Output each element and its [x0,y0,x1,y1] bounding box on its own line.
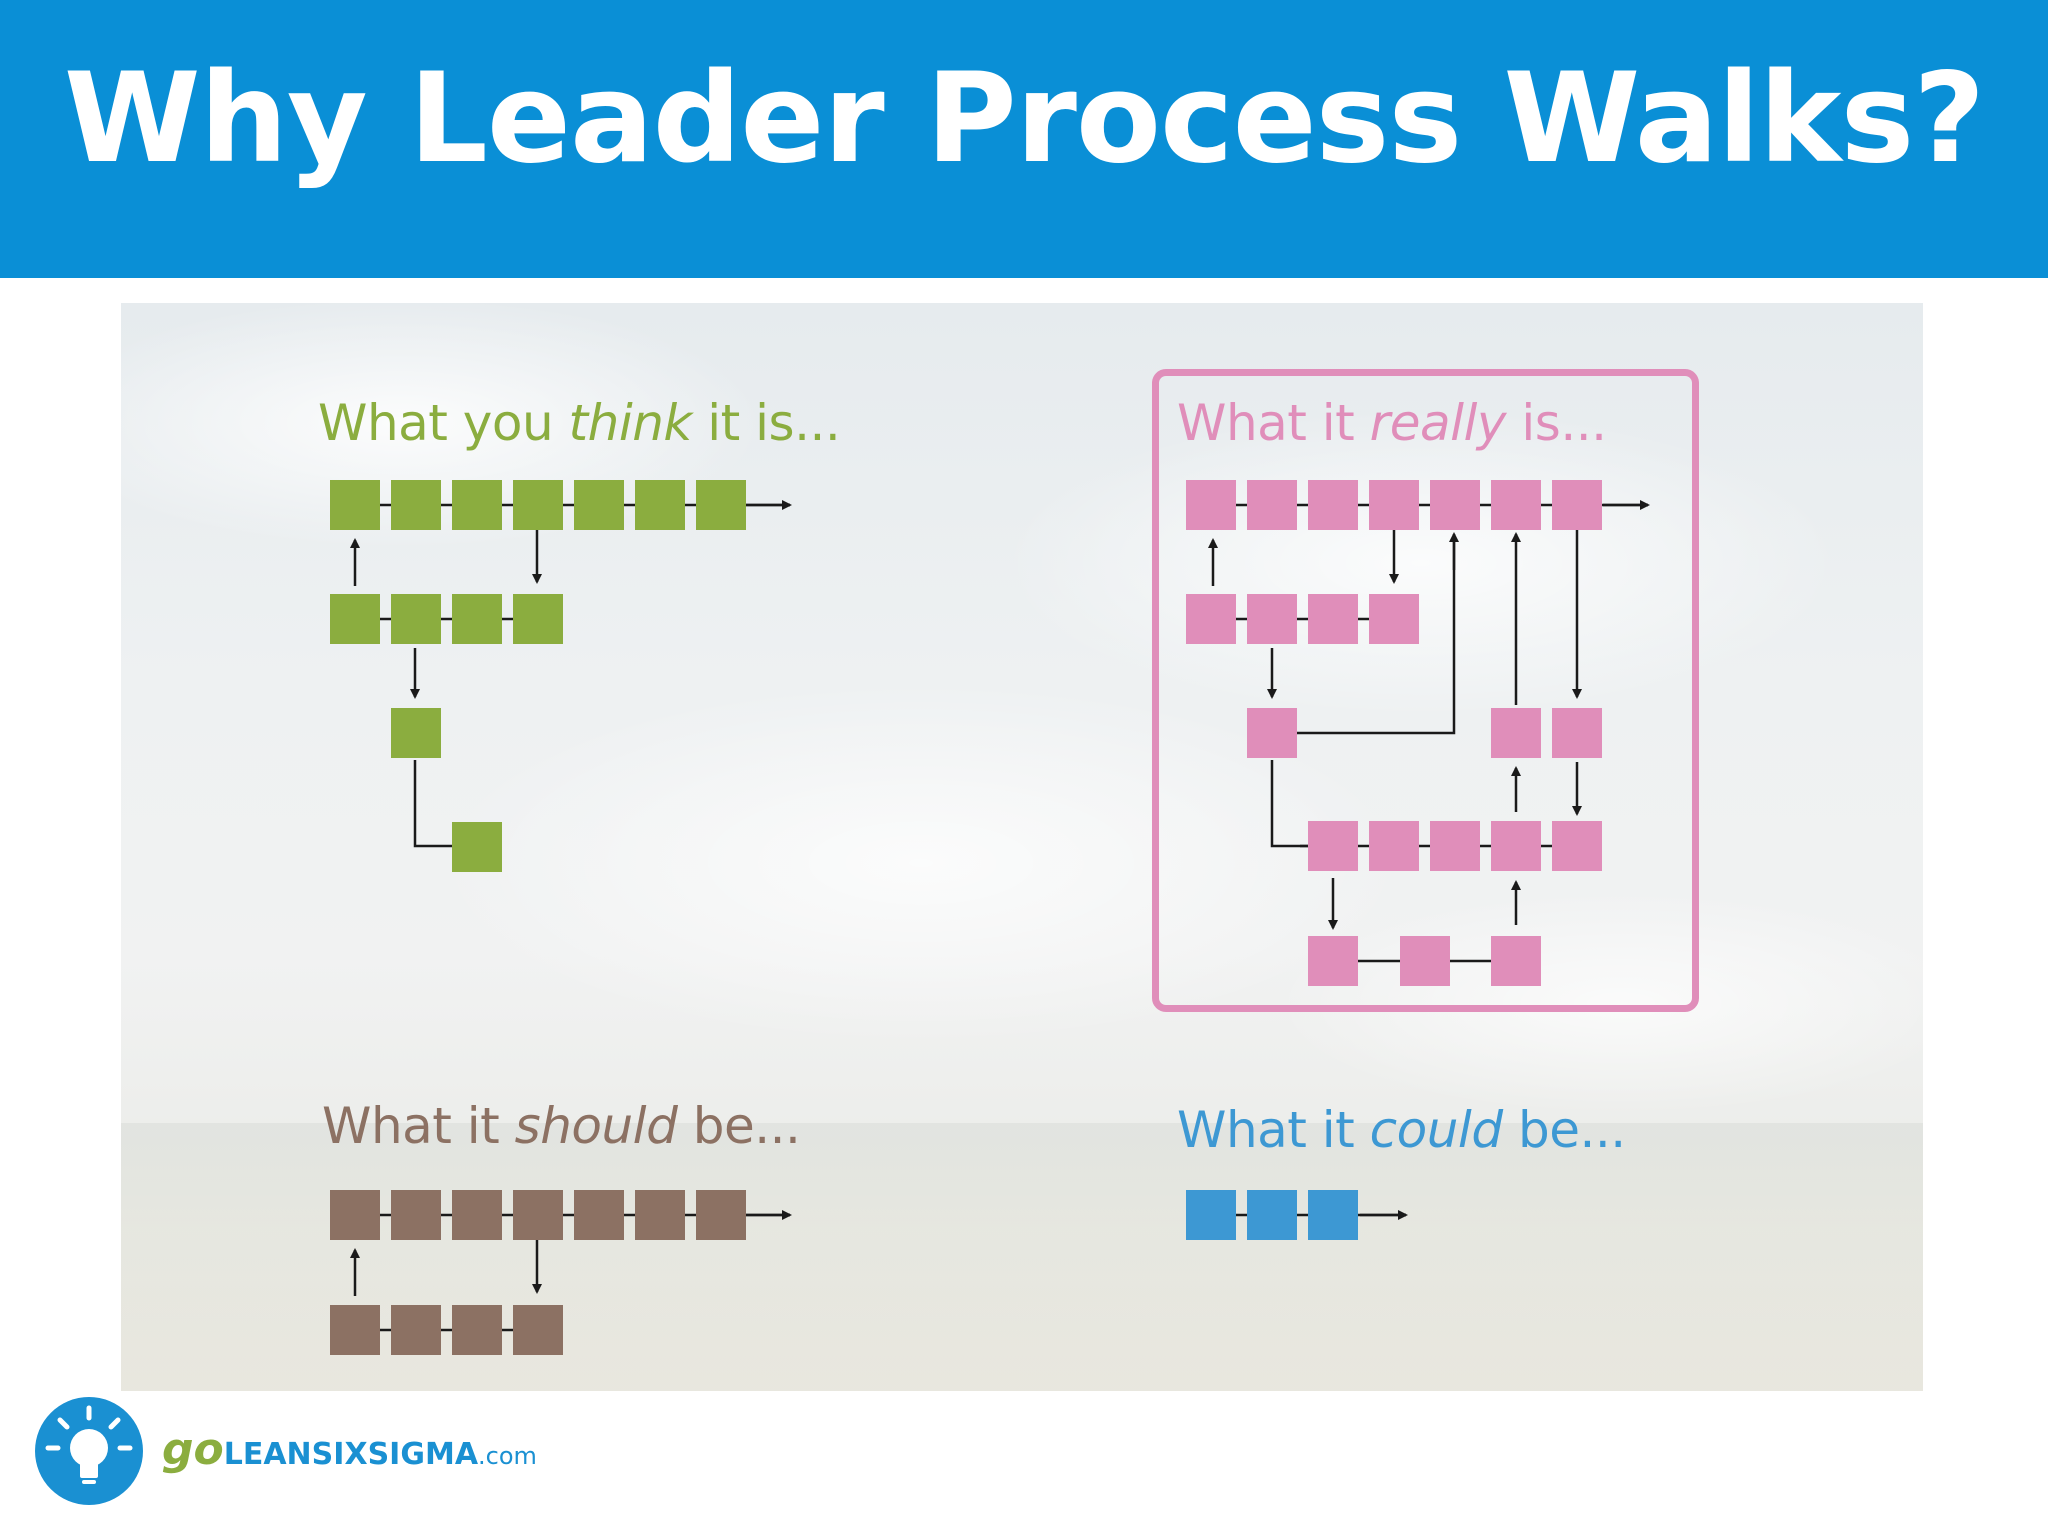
really-step [1369,821,1419,871]
should-step [330,1190,380,1240]
should-step [452,1305,502,1355]
really-step [1308,821,1358,871]
brand-name: LEANSIXSIGMA [223,1437,479,1472]
really-step [1308,594,1358,644]
really-step [1400,936,1450,986]
should-step [391,1305,441,1355]
really-step [1247,594,1297,644]
think-step [452,594,502,644]
should-step [330,1305,380,1355]
think-step [391,594,441,644]
title-banner: Why Leader Process Walks? [0,0,2048,278]
think-step [391,480,441,530]
really-step [1186,594,1236,644]
really-step [1491,480,1541,530]
really-step [1369,480,1419,530]
label-should: What it should be... [322,1097,801,1155]
think-step [696,480,746,530]
should-step [513,1190,563,1240]
should-step [513,1305,563,1355]
brand-go: go [162,1424,224,1475]
think-step [513,594,563,644]
should-step [635,1190,685,1240]
really-step [1552,480,1602,530]
could-step [1186,1190,1236,1240]
really-step [1186,480,1236,530]
think-step [391,708,441,758]
brand-wordmark: goLEANSIXSIGMA.com [162,1424,537,1484]
should-step [391,1190,441,1240]
really-step [1308,936,1358,986]
really-step [1430,821,1480,871]
brand-domain: .com [478,1442,537,1470]
could-step [1308,1190,1358,1240]
really-step [1491,936,1541,986]
really-step [1491,821,1541,871]
should-step [452,1190,502,1240]
page-title: Why Leader Process Walks? [63,47,1985,191]
really-step [1552,821,1602,871]
think-step [635,480,685,530]
really-step [1369,594,1419,644]
think-step [330,594,380,644]
really-step [1430,480,1480,530]
should-step [696,1190,746,1240]
lightbulb-icon [35,1397,143,1505]
label-could: What it could be... [1177,1101,1626,1159]
label-think: What you think it is... [318,394,841,452]
should-step [574,1190,624,1240]
think-step [452,822,502,872]
could-step [1247,1190,1297,1240]
label-really: What it really is... [1177,394,1607,452]
really-step [1247,708,1297,758]
really-step [1247,480,1297,530]
really-step [1491,708,1541,758]
really-frame [1152,369,1699,1012]
think-step [513,480,563,530]
think-step [330,480,380,530]
think-step [574,480,624,530]
really-step [1308,480,1358,530]
really-step [1552,708,1602,758]
really-loop-up [1297,538,1456,735]
think-step [452,480,502,530]
